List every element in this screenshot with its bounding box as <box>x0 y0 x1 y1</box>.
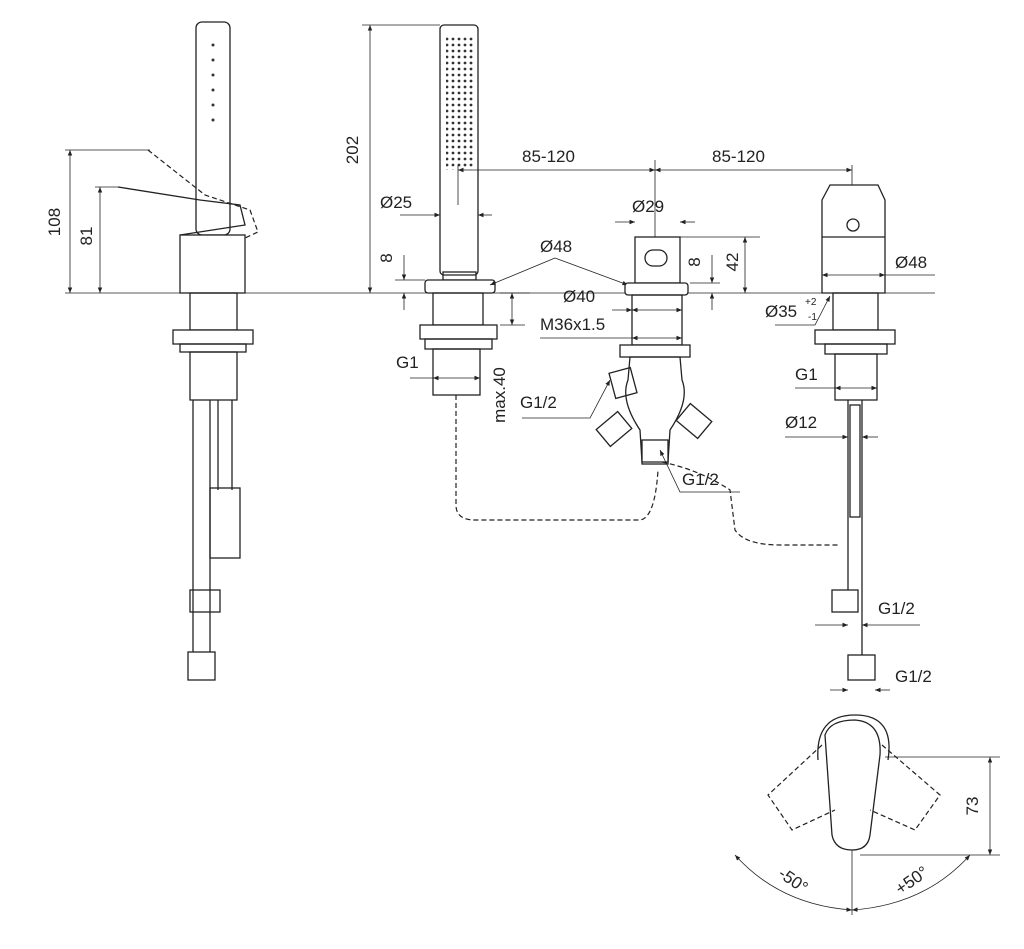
dim-g1-2-diverter-bottom: G1/2 <box>682 470 719 489</box>
dim-108: 108 <box>45 208 64 236</box>
dim-g1-2-mixer-1: G1/2 <box>878 599 915 618</box>
dim-g1-2-diverter-left: G1/2 <box>520 393 557 412</box>
mixer: Ø48 Ø35 +2 -1 G1 Ø12 G1/2 G1/2 <box>765 184 935 693</box>
angle-minus-50: -50° <box>775 864 812 898</box>
dim-85-120-left: 85-120 <box>522 147 575 166</box>
dim-g1-right: G1 <box>795 365 818 384</box>
tol-minus: -1 <box>808 312 817 323</box>
dim-8-left: 8 <box>377 253 396 262</box>
dim-202: 202 <box>343 136 362 164</box>
dim-d25: Ø25 <box>380 193 412 212</box>
dim-d12: Ø12 <box>785 413 817 432</box>
dim-d40: Ø40 <box>563 287 595 306</box>
dim-g1-2-mixer-2: G1/2 <box>895 667 932 686</box>
hand-shower: 202 Ø25 8 Ø48 G1 max.40 <box>343 24 659 521</box>
tol-plus: +2 <box>805 297 817 308</box>
dim-8-right: 8 <box>685 257 704 266</box>
dim-85-120-right: 85-120 <box>712 147 765 166</box>
lever-view: 73 -50° +50° <box>734 714 1000 915</box>
side-view: 108 81 <box>45 21 259 681</box>
dim-d29: Ø29 <box>632 197 664 216</box>
diverter: 85-120 85-120 Ø29 Ø40 M36x1.5 42 8 G1/2 … <box>457 147 853 546</box>
dim-42: 42 <box>723 253 742 272</box>
dim-max40: max.40 <box>490 367 509 423</box>
dim-d35: Ø35 <box>765 302 797 321</box>
dim-81: 81 <box>77 227 96 246</box>
dim-m36: M36x1.5 <box>540 315 605 334</box>
dim-d48-left: Ø48 <box>540 237 572 256</box>
angle-plus-50: +50° <box>892 862 932 898</box>
dim-73: 73 <box>963 797 982 816</box>
dim-g1-left: G1 <box>396 353 419 372</box>
dim-d48-right: Ø48 <box>895 253 927 272</box>
